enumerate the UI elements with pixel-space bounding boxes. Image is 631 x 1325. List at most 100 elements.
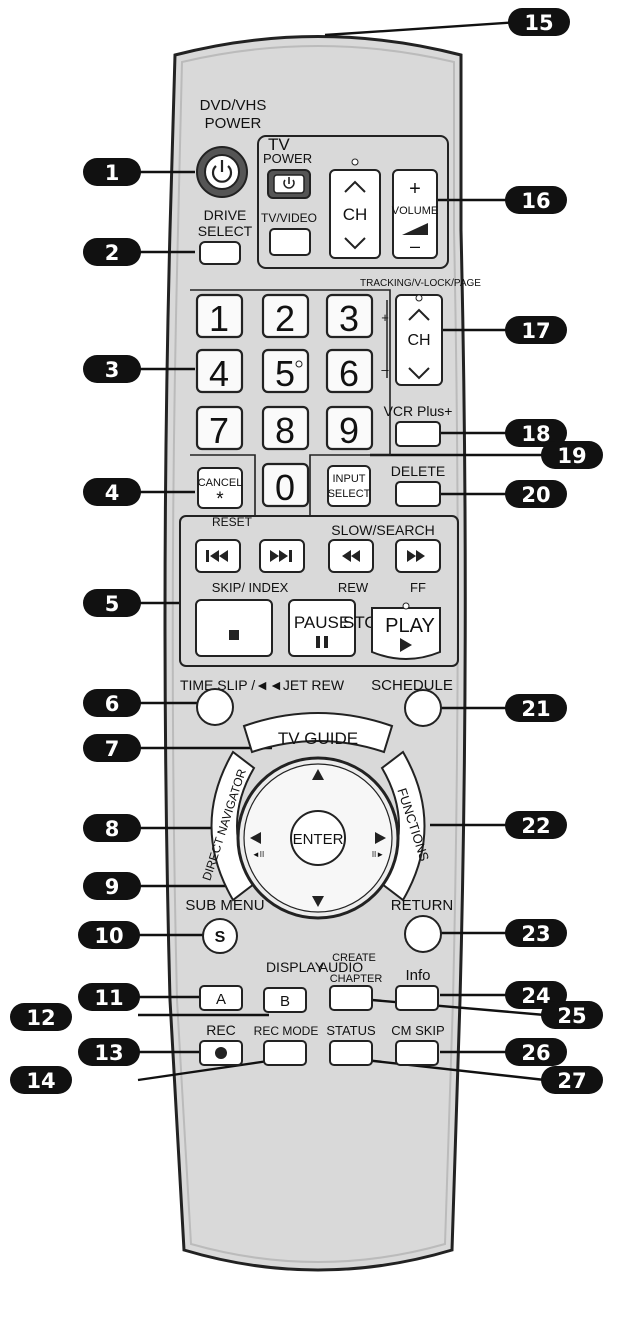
info-label: Info xyxy=(405,967,430,984)
svg-text:10: 10 xyxy=(94,924,123,948)
tv-channel-rocker[interactable]: CH xyxy=(329,158,381,259)
callout-11: 11 xyxy=(78,983,140,1011)
cm-skip-label: CM SKIP xyxy=(391,1023,444,1038)
vcr-plus-button[interactable] xyxy=(395,421,441,447)
digit-1-button[interactable]: 1 xyxy=(195,293,244,339)
callout-16: 16 xyxy=(505,186,567,214)
number-pad: 1 2 3 4 5 6 7 8 9 0 xyxy=(195,293,374,508)
svg-text:CANCEL: CANCEL xyxy=(198,477,243,489)
power-icon xyxy=(211,160,233,183)
svg-text:8: 8 xyxy=(275,410,295,451)
svg-text:6: 6 xyxy=(105,692,120,716)
skip-forward-button[interactable] xyxy=(259,539,305,573)
callout-26: 26 xyxy=(505,1038,567,1066)
sub-menu-button[interactable]: S xyxy=(202,918,238,954)
info-button[interactable] xyxy=(395,985,439,1011)
tv-ch-label: CH xyxy=(343,205,368,224)
tracking-plus-label: + xyxy=(381,310,389,325)
b-button[interactable]: B xyxy=(263,987,307,1013)
chevron-down-icon xyxy=(344,237,366,250)
callout-20: 20 xyxy=(505,480,567,508)
svg-text:12: 12 xyxy=(26,1006,55,1030)
digit-8-button[interactable]: 8 xyxy=(261,405,310,451)
svg-text:7: 7 xyxy=(209,410,229,451)
svg-text:6: 6 xyxy=(339,353,359,394)
create-chapter-button[interactable] xyxy=(329,985,373,1011)
tv-video-button[interactable] xyxy=(269,228,311,256)
svg-text:5: 5 xyxy=(275,353,295,394)
return-button[interactable] xyxy=(404,915,442,953)
callout-2: 2 xyxy=(83,238,141,266)
cancel-button[interactable]: CANCEL * xyxy=(197,467,243,510)
svg-text:ENTER: ENTER xyxy=(293,831,344,848)
frame-forward-icon: II► xyxy=(372,850,384,859)
channel-rocker[interactable]: CH xyxy=(395,294,443,386)
volume-ramp-icon xyxy=(402,223,428,235)
callout-27: 27 xyxy=(541,1066,603,1094)
skip-back-button[interactable] xyxy=(195,539,241,573)
svg-text:18: 18 xyxy=(521,422,550,446)
tv-power-button[interactable] xyxy=(267,169,311,199)
chapter-label: CHAPTER xyxy=(330,973,383,985)
dvd-vhs-power-button[interactable] xyxy=(196,146,248,198)
transport-section-frame xyxy=(179,515,459,667)
svg-text:0: 0 xyxy=(275,467,295,508)
volume-minus-label: – xyxy=(410,236,420,256)
a-button[interactable]: A xyxy=(199,985,243,1011)
ff-button[interactable] xyxy=(395,539,441,573)
svg-text:9: 9 xyxy=(105,875,120,899)
svg-text:27: 27 xyxy=(557,1069,586,1093)
s-label: S xyxy=(215,929,226,946)
status-button[interactable] xyxy=(329,1040,373,1066)
stop-button[interactable] xyxy=(195,599,273,657)
cm-skip-button[interactable] xyxy=(395,1040,439,1066)
svg-text:3: 3 xyxy=(339,298,359,339)
digit-0-button[interactable]: 0 xyxy=(261,462,310,508)
record-icon xyxy=(215,1047,227,1059)
rec-button[interactable] xyxy=(199,1040,243,1066)
play-button[interactable]: PLAY xyxy=(371,602,441,660)
pause-button[interactable]: PAUSE xyxy=(288,599,356,657)
enter-button[interactable]: ENTER xyxy=(290,810,346,866)
slow-search-label: SLOW/SEARCH xyxy=(331,522,434,538)
play-label: PLAY xyxy=(385,615,435,637)
tv-guide-button[interactable]: TV GUIDE xyxy=(242,712,394,754)
svg-text:9: 9 xyxy=(339,410,359,451)
fast-forward-icon xyxy=(407,550,425,562)
rec-mode-button[interactable] xyxy=(263,1040,307,1066)
tv-volume-rocker[interactable]: + VOLUME – xyxy=(392,169,438,259)
schedule-button[interactable] xyxy=(404,689,442,727)
asterisk-label: * xyxy=(216,489,224,510)
numpad-frame xyxy=(190,289,391,517)
arrow-down-icon xyxy=(312,896,324,907)
display-label: DISPLAY xyxy=(266,959,325,975)
skip-forward-icon xyxy=(270,550,292,562)
volume-label: VOLUME xyxy=(392,205,438,217)
digit-9-button[interactable]: 9 xyxy=(325,405,374,451)
drive-select-button[interactable] xyxy=(199,241,241,265)
callout-5: 5 xyxy=(83,589,141,617)
vcr-plus-label: VCR Plus+ xyxy=(384,403,453,419)
rew-button[interactable] xyxy=(328,539,374,573)
svg-text:14: 14 xyxy=(26,1069,55,1093)
callout-4: 4 xyxy=(83,478,141,506)
svg-text:1: 1 xyxy=(105,161,120,185)
play-icon xyxy=(400,638,412,652)
callout-23: 23 xyxy=(505,919,567,947)
delete-button[interactable] xyxy=(395,481,441,507)
svg-text:1: 1 xyxy=(209,298,229,339)
input-select-button[interactable]: INPUT SELECT xyxy=(327,465,371,507)
digit-5-button[interactable]: 5 xyxy=(261,348,310,394)
svg-text:22: 22 xyxy=(521,814,550,838)
callout-22: 22 xyxy=(505,811,567,839)
dvd-vhs-label: DVD/VHS xyxy=(200,97,267,114)
time-slip-button[interactable] xyxy=(196,688,234,726)
digit-6-button[interactable]: 6 xyxy=(325,348,374,394)
digit-3-button[interactable]: 3 xyxy=(325,293,374,339)
digit-2-button[interactable]: 2 xyxy=(261,293,310,339)
callout-12: 12 xyxy=(10,1003,72,1031)
callout-25: 25 xyxy=(541,1001,603,1029)
digit-7-button[interactable]: 7 xyxy=(195,405,244,451)
digit-4-button[interactable]: 4 xyxy=(195,348,244,394)
pause-icon xyxy=(316,636,328,648)
